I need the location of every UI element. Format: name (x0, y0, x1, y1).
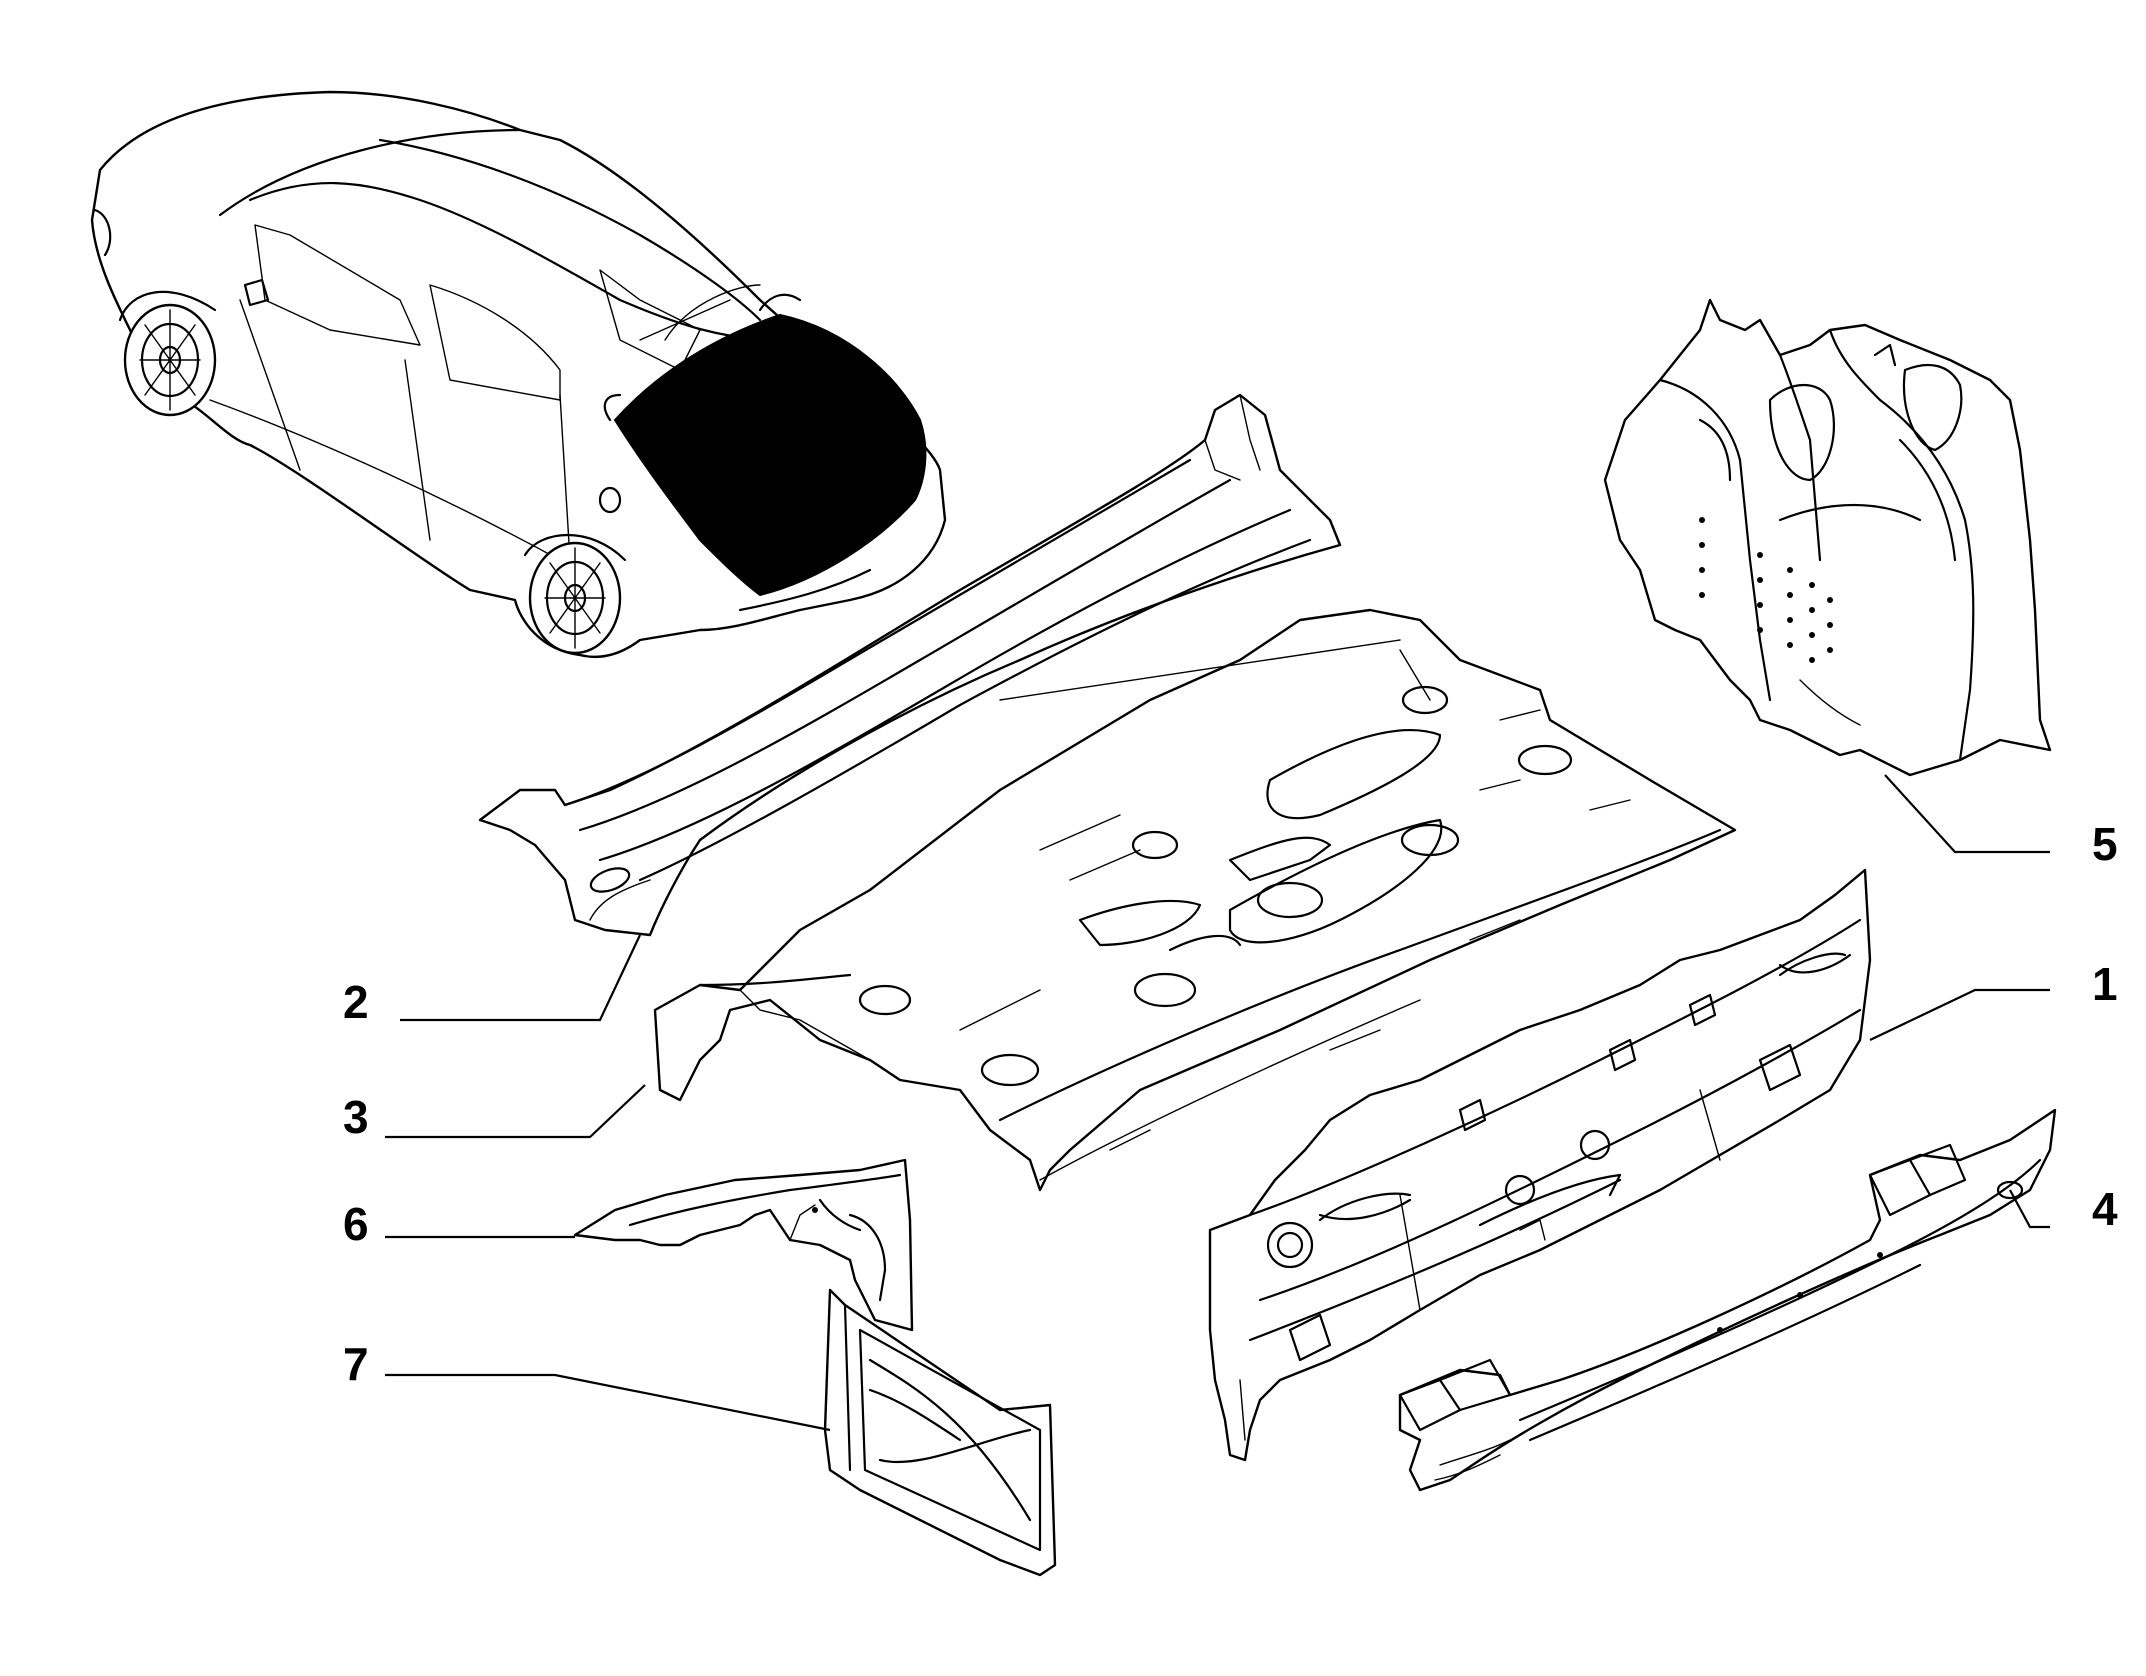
leader-lines (385, 774, 2050, 1432)
part-2-crossmember (478, 393, 1342, 937)
car-illustration (90, 90, 947, 659)
leader-3 (385, 1084, 646, 1139)
part-7-panel (823, 1288, 1057, 1577)
leader-7 (385, 1373, 831, 1432)
rear-wheel-icon (528, 541, 622, 655)
callout-7: 7 (343, 1338, 369, 1390)
rivet-holes-icon (1699, 517, 1833, 663)
callout-3: 3 (343, 1091, 369, 1143)
front-wheel-icon (123, 303, 217, 417)
part-5-wheelhouse (1603, 298, 2052, 777)
callout-labels: 1 2 3 4 5 6 7 (343, 818, 2118, 1390)
leader-2 (400, 934, 641, 1022)
part-4-bumper-beam (1398, 1108, 2057, 1492)
leader-5 (1884, 774, 2050, 854)
callout-6: 6 (343, 1198, 369, 1250)
part-6-bracket (573, 1158, 914, 1332)
part-3-floor-pan (653, 608, 1737, 1192)
callout-4: 4 (2092, 1183, 2118, 1235)
leader-4 (2009, 1189, 2050, 1229)
callout-5: 5 (2092, 818, 2118, 870)
callout-2: 2 (343, 976, 369, 1028)
part-1-rear-panel (1208, 868, 1872, 1462)
leader-1 (1869, 988, 2050, 1041)
callout-1: 1 (2092, 958, 2118, 1010)
